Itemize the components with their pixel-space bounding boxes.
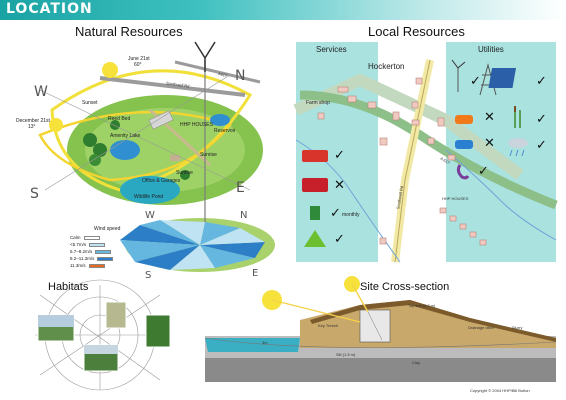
hhp-houses-shape — [148, 110, 174, 130]
telephone-mark: ✓ — [478, 164, 489, 179]
hhp-houses-local-label: HHP HOUSES — [442, 196, 469, 201]
village-buildings — [317, 77, 487, 246]
bus-service-mark: ✕ — [334, 178, 345, 193]
top-soil-label: Top soil (0.2 m) — [408, 303, 436, 308]
farm-shop-label: Farm shop — [306, 100, 330, 106]
gas-cross: ✕ — [484, 110, 495, 125]
compass-west: W — [34, 84, 48, 100]
copyright-text: Copyright © 2004 HHP/Bill Bolton — [470, 388, 530, 393]
local-resources-title: Local Resources — [368, 24, 465, 39]
sunrise-bottom-label: Sunrise — [176, 170, 193, 176]
services-heading: Services — [316, 45, 347, 54]
wind-legend-item: 8.2–11.3m/s — [70, 255, 140, 262]
wildlife-pond-shape — [120, 176, 180, 204]
wind-legend-item: <5.7m/s — [70, 241, 140, 248]
habitat-photo-3 — [105, 301, 127, 329]
slurry-label: Slurry — [512, 325, 523, 330]
june-angle: 60° — [134, 62, 142, 68]
utilities-heading: Utilities — [478, 45, 504, 54]
reed-bed-mark: ✓ — [536, 112, 547, 127]
green-recycling-mark: ✓ — [334, 232, 345, 247]
wind-legend-item: 5.7–8.2m/s — [70, 248, 140, 255]
habitats-title: Habitats — [48, 281, 89, 293]
wind-turbine-icon — [194, 41, 216, 72]
southwell-road-line — [99, 76, 246, 97]
december-sun-icon — [49, 118, 63, 132]
compass-east: E — [236, 180, 245, 196]
reed-bed-label: Reed Bed — [108, 116, 131, 122]
wind-legend-label: 8.2–11.3m/s — [70, 256, 95, 261]
wind-legend-swatch — [97, 256, 114, 261]
june-sun-icon — [102, 62, 118, 78]
wind-legend-swatch — [95, 249, 112, 254]
compass2-east: E — [252, 268, 259, 279]
bus-icon — [302, 178, 328, 192]
sunset-label: Sunset — [82, 100, 98, 106]
compass2-north: N — [240, 210, 248, 221]
water-pipe-icon — [455, 140, 473, 149]
wind-legend-swatch — [83, 235, 100, 240]
banner-title: LOCATION — [6, 1, 93, 17]
wind-legend-swatch — [88, 263, 105, 268]
december-angle: 13° — [28, 124, 36, 130]
rain-cloud-icon — [508, 138, 528, 157]
clay-label: Clay — [412, 360, 421, 365]
water-depth-label: 3m — [262, 340, 268, 345]
solar-panel-icon — [488, 68, 517, 88]
monthly-label: monthly — [342, 212, 360, 218]
wind-legend-item: Calm — [70, 234, 140, 241]
wind-legend-label: Calm — [70, 235, 81, 240]
a617-road — [299, 90, 558, 210]
key-trench-label: Key Trench — [318, 323, 339, 328]
wind-turbine-mark: ✓ — [470, 74, 481, 89]
wind-legend-item: 11.3m/s — [70, 262, 140, 269]
compass-north: N — [235, 68, 246, 84]
reed-bed-icon — [514, 106, 521, 128]
wind-legend-swatch — [89, 242, 106, 247]
compass-south: S — [30, 186, 39, 202]
water-cross: ✕ — [484, 136, 495, 151]
hhp-houses-label: HHP HOUSES — [180, 122, 213, 128]
wind-legend-title: Wind speed — [94, 226, 121, 232]
june-label: June 21st — [128, 56, 150, 62]
wind-legend-label: <5.7m/s — [70, 242, 87, 247]
recycling-service-mark: ✓ — [330, 206, 341, 221]
cross-section-title: Site Cross-section — [360, 281, 450, 293]
postal-van-icon — [302, 150, 328, 162]
wind-legend-label: 11.3m/s — [70, 263, 86, 268]
compass2-south: S — [145, 270, 152, 281]
lake-water — [205, 338, 300, 352]
reservoir-label: Reservoir — [214, 128, 236, 134]
wind-legend: Calm <5.7m/s 5.7–8.2m/s 8.2–11.3m/s 11.3m/s — [70, 234, 140, 269]
telephone-icon — [456, 164, 470, 180]
wind-legend-label: 5.7–8.2m/s — [70, 249, 93, 254]
habitat-photo-4 — [145, 314, 171, 348]
wildlife-pond-label: Wildlife Pond — [134, 194, 164, 200]
post-service-mark: ✓ — [334, 148, 345, 163]
wind-turbine-utility-icon — [451, 59, 466, 69]
gas-pipe-icon — [455, 115, 473, 124]
natural-resources-title: Natural Resources — [75, 24, 183, 39]
reservoir-shape — [210, 114, 230, 126]
recycling-triangle-icon — [304, 230, 326, 247]
drainage-ditch-label: Drainage ditch — [468, 325, 494, 330]
winter-sun-path — [38, 110, 233, 182]
solar-mark: ✓ — [536, 74, 547, 89]
location-banner — [0, 0, 566, 20]
office-label: Office & Garages — [142, 178, 181, 184]
wind-rose — [120, 220, 265, 270]
sunrise-top-label: Sunrise — [200, 152, 217, 158]
hockerton-label: Hockerton — [368, 62, 405, 71]
amenity-lake-label: Amenity Lake — [110, 133, 141, 139]
december-label: December 21st — [16, 118, 50, 124]
compass2-west: W — [145, 210, 155, 221]
rain-mark: ✓ — [536, 138, 547, 153]
recycling-bin-icon — [310, 206, 320, 220]
silt-label: Silt (1.5 m) — [336, 352, 356, 357]
